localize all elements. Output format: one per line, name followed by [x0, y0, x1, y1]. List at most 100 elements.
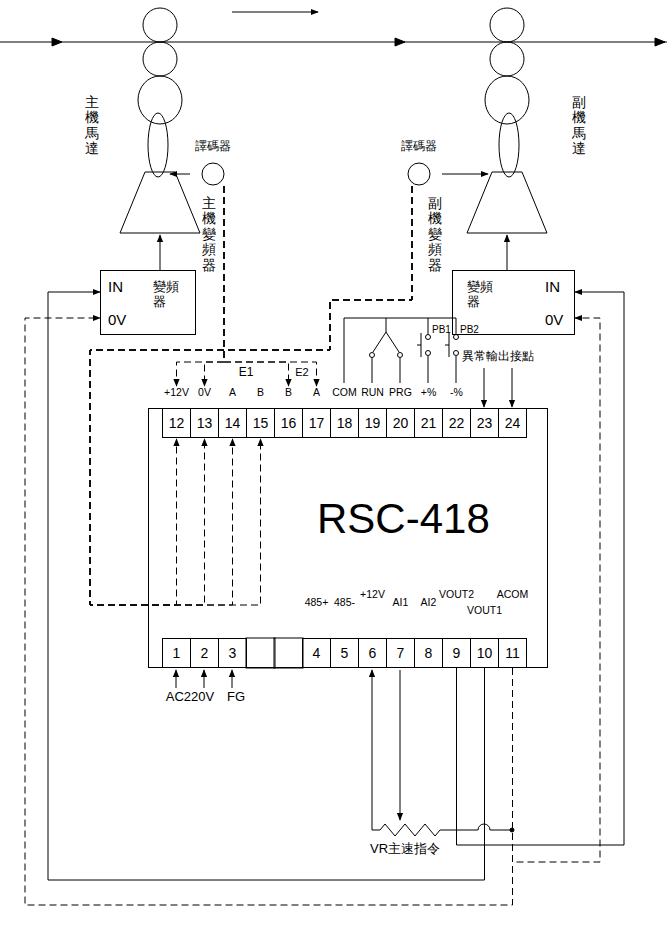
resistor-symbol: [372, 824, 512, 836]
switch-wiring: [428, 356, 429, 383]
terminal-cell: 6: [358, 638, 387, 668]
material-line: [655, 38, 665, 46]
connector: [90, 186, 412, 605]
terminal: PRG20: [386, 386, 415, 439]
terminal-number: 15: [253, 415, 269, 431]
terminal-number: 14: [225, 415, 241, 431]
terminal-number: 3: [229, 645, 237, 661]
signal-name: -%: [450, 386, 463, 398]
terminal: 485+4: [302, 588, 331, 668]
terminal-number: 23: [477, 415, 493, 431]
terminal-number: 10: [477, 645, 493, 661]
slave-motor-symbol: [485, 76, 529, 124]
terminal-cell: 22: [442, 408, 471, 438]
material-line: [395, 38, 405, 46]
slave-motor-symbol: [499, 113, 519, 177]
terminal-number: 9: [453, 645, 461, 661]
slave-motor-symbol: [467, 8, 547, 233]
motor: 主機馬達: [80, 80, 170, 235]
main-motor-symbol: [143, 42, 177, 76]
signal-name: A: [313, 386, 320, 398]
terminal-cell: 2: [190, 638, 219, 668]
signal-name: A: [229, 386, 236, 398]
switch-wiring: [445, 345, 449, 346]
terminal: +12V6: [358, 588, 387, 668]
motor-label: 副機馬達: [572, 95, 586, 157]
connector: [177, 186, 225, 386]
controller-name: RSC-418: [317, 495, 490, 543]
terminal-cell: 24: [498, 408, 527, 438]
terminal-number: 11: [505, 645, 520, 661]
terminal-cell: 14: [218, 408, 247, 438]
terminal-number: 21: [421, 415, 437, 431]
terminal-label: 0V: [108, 311, 126, 328]
terminal-number: 19: [365, 415, 381, 431]
encoder-label: 譯碼器: [195, 140, 231, 154]
terminal-number: 1: [173, 645, 181, 661]
signal-name: VOUT1: [467, 604, 502, 616]
terminal-label: 0V: [545, 311, 563, 328]
label: FG: [227, 690, 245, 705]
terminal: -% 22: [442, 386, 471, 439]
terminal-cell: 17: [302, 408, 331, 438]
switch-wiring: [428, 318, 429, 334]
switch-wiring: [373, 332, 386, 352]
terminal: A 14: [218, 386, 247, 439]
motor-label: 主機馬達: [85, 95, 99, 157]
terminal-number: 12: [169, 415, 185, 431]
terminal-cell: 4: [302, 638, 331, 668]
label: 主機變頻器: [202, 196, 216, 273]
terminal: ACOM 11: [498, 588, 527, 668]
resistor-symbol: [400, 670, 401, 820]
terminal-cell: 11: [498, 638, 527, 668]
signal-name: +%: [421, 386, 436, 398]
terminal-number: 7: [397, 645, 405, 661]
terminal-number: 20: [393, 415, 409, 431]
connector: [442, 174, 488, 175]
terminal: COM18: [330, 386, 359, 439]
terminal-cell: 18: [330, 408, 359, 438]
connector: [457, 292, 625, 845]
terminal: VOUT1 10: [470, 588, 499, 668]
connector: [90, 186, 412, 605]
switch-wiring: [454, 351, 459, 356]
encoder-circle: [408, 163, 430, 185]
switch-wiring: [426, 351, 431, 356]
terminal-cell: 13: [190, 408, 219, 438]
switch-wiring: [454, 335, 459, 340]
encoder-circle: [202, 163, 224, 185]
terminal-cell: 20: [386, 408, 415, 438]
connector: [160, 235, 161, 270]
terminal-label: IN: [108, 278, 123, 295]
terminal: +% 21: [414, 386, 443, 439]
label: AC220V: [166, 690, 214, 705]
switch-wiring: [426, 335, 431, 340]
power-input-arrows: [176, 670, 232, 688]
terminal: B15: [246, 386, 275, 439]
terminal-number: 16: [281, 415, 297, 431]
switch-wiring: [398, 353, 403, 358]
inverter-label: 變頻器: [467, 280, 493, 310]
switch-wiring: [372, 358, 373, 383]
terminal-cell: 12: [162, 408, 191, 438]
terminal-cell: 3: [218, 638, 247, 668]
connector: [224, 186, 289, 386]
power-input-arrows: [204, 670, 205, 688]
terminal-cell: 7: [386, 638, 415, 668]
connector: [90, 186, 412, 605]
terminal-number: 5: [341, 645, 349, 661]
signal-name: 0V: [198, 386, 211, 398]
signal-name: ACOM: [497, 588, 529, 600]
connector: [224, 186, 317, 386]
terminal: VOUT29: [442, 588, 471, 668]
main-motor-symbol: [120, 8, 200, 233]
resistor-symbol: [372, 670, 373, 830]
label: E1: [239, 366, 254, 380]
connector: [90, 186, 412, 605]
switch-wiring: [400, 358, 401, 383]
switch-wiring: [417, 345, 421, 346]
terminal-number: 8: [425, 645, 433, 661]
switch-wiring: [386, 332, 399, 352]
power-input-arrows: [176, 670, 177, 688]
